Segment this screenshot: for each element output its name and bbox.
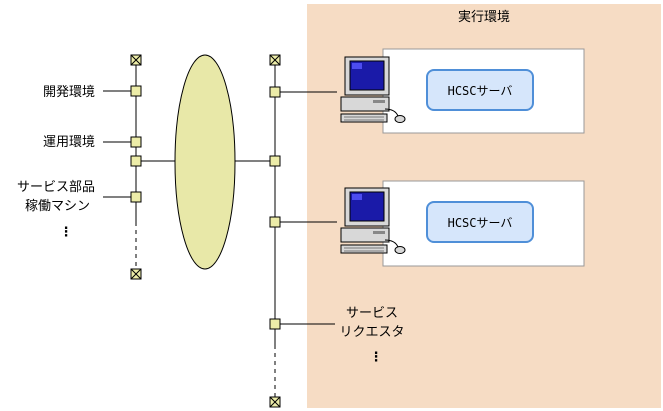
right-ellipsis: ⋮ — [370, 350, 383, 365]
ops-env-label: 運用環境 — [43, 135, 95, 150]
left-ellipsis: ⋮ — [60, 225, 73, 240]
terminator-icon — [269, 396, 281, 408]
connection-node-icon — [130, 191, 142, 203]
connection-node-icon — [130, 136, 142, 148]
running-machine-label: 稼働マシン — [25, 199, 90, 214]
service-parts-label: サービス部品 — [17, 180, 95, 195]
hcsc-server-label-2: HCSCサーバ — [448, 216, 513, 230]
desktop-computer-icon — [340, 56, 406, 123]
terminator-icon — [269, 54, 281, 66]
connection-node-icon — [130, 155, 142, 167]
dev-env-label: 開発環境 — [43, 85, 95, 100]
desktop-computer-icon — [340, 187, 406, 254]
requester-label-line1: サービス — [346, 306, 398, 321]
terminator-icon — [130, 268, 142, 280]
connection-node-icon — [130, 85, 142, 97]
connection-node-icon — [269, 216, 281, 228]
execution-environment-title: 実行環境 — [458, 9, 510, 25]
connection-node-icon — [269, 155, 281, 167]
hcsc-server-box-1 — [426, 69, 534, 111]
terminator-icon — [130, 54, 142, 66]
connection-node-icon — [269, 318, 281, 330]
requester-label-line2: リクエスタ — [339, 325, 404, 340]
hcsc-server-label-1: HCSCサーバ — [448, 84, 513, 98]
network-ellipse — [174, 54, 236, 270]
hcsc-server-box-2 — [426, 201, 534, 243]
connection-node-icon — [269, 86, 281, 98]
